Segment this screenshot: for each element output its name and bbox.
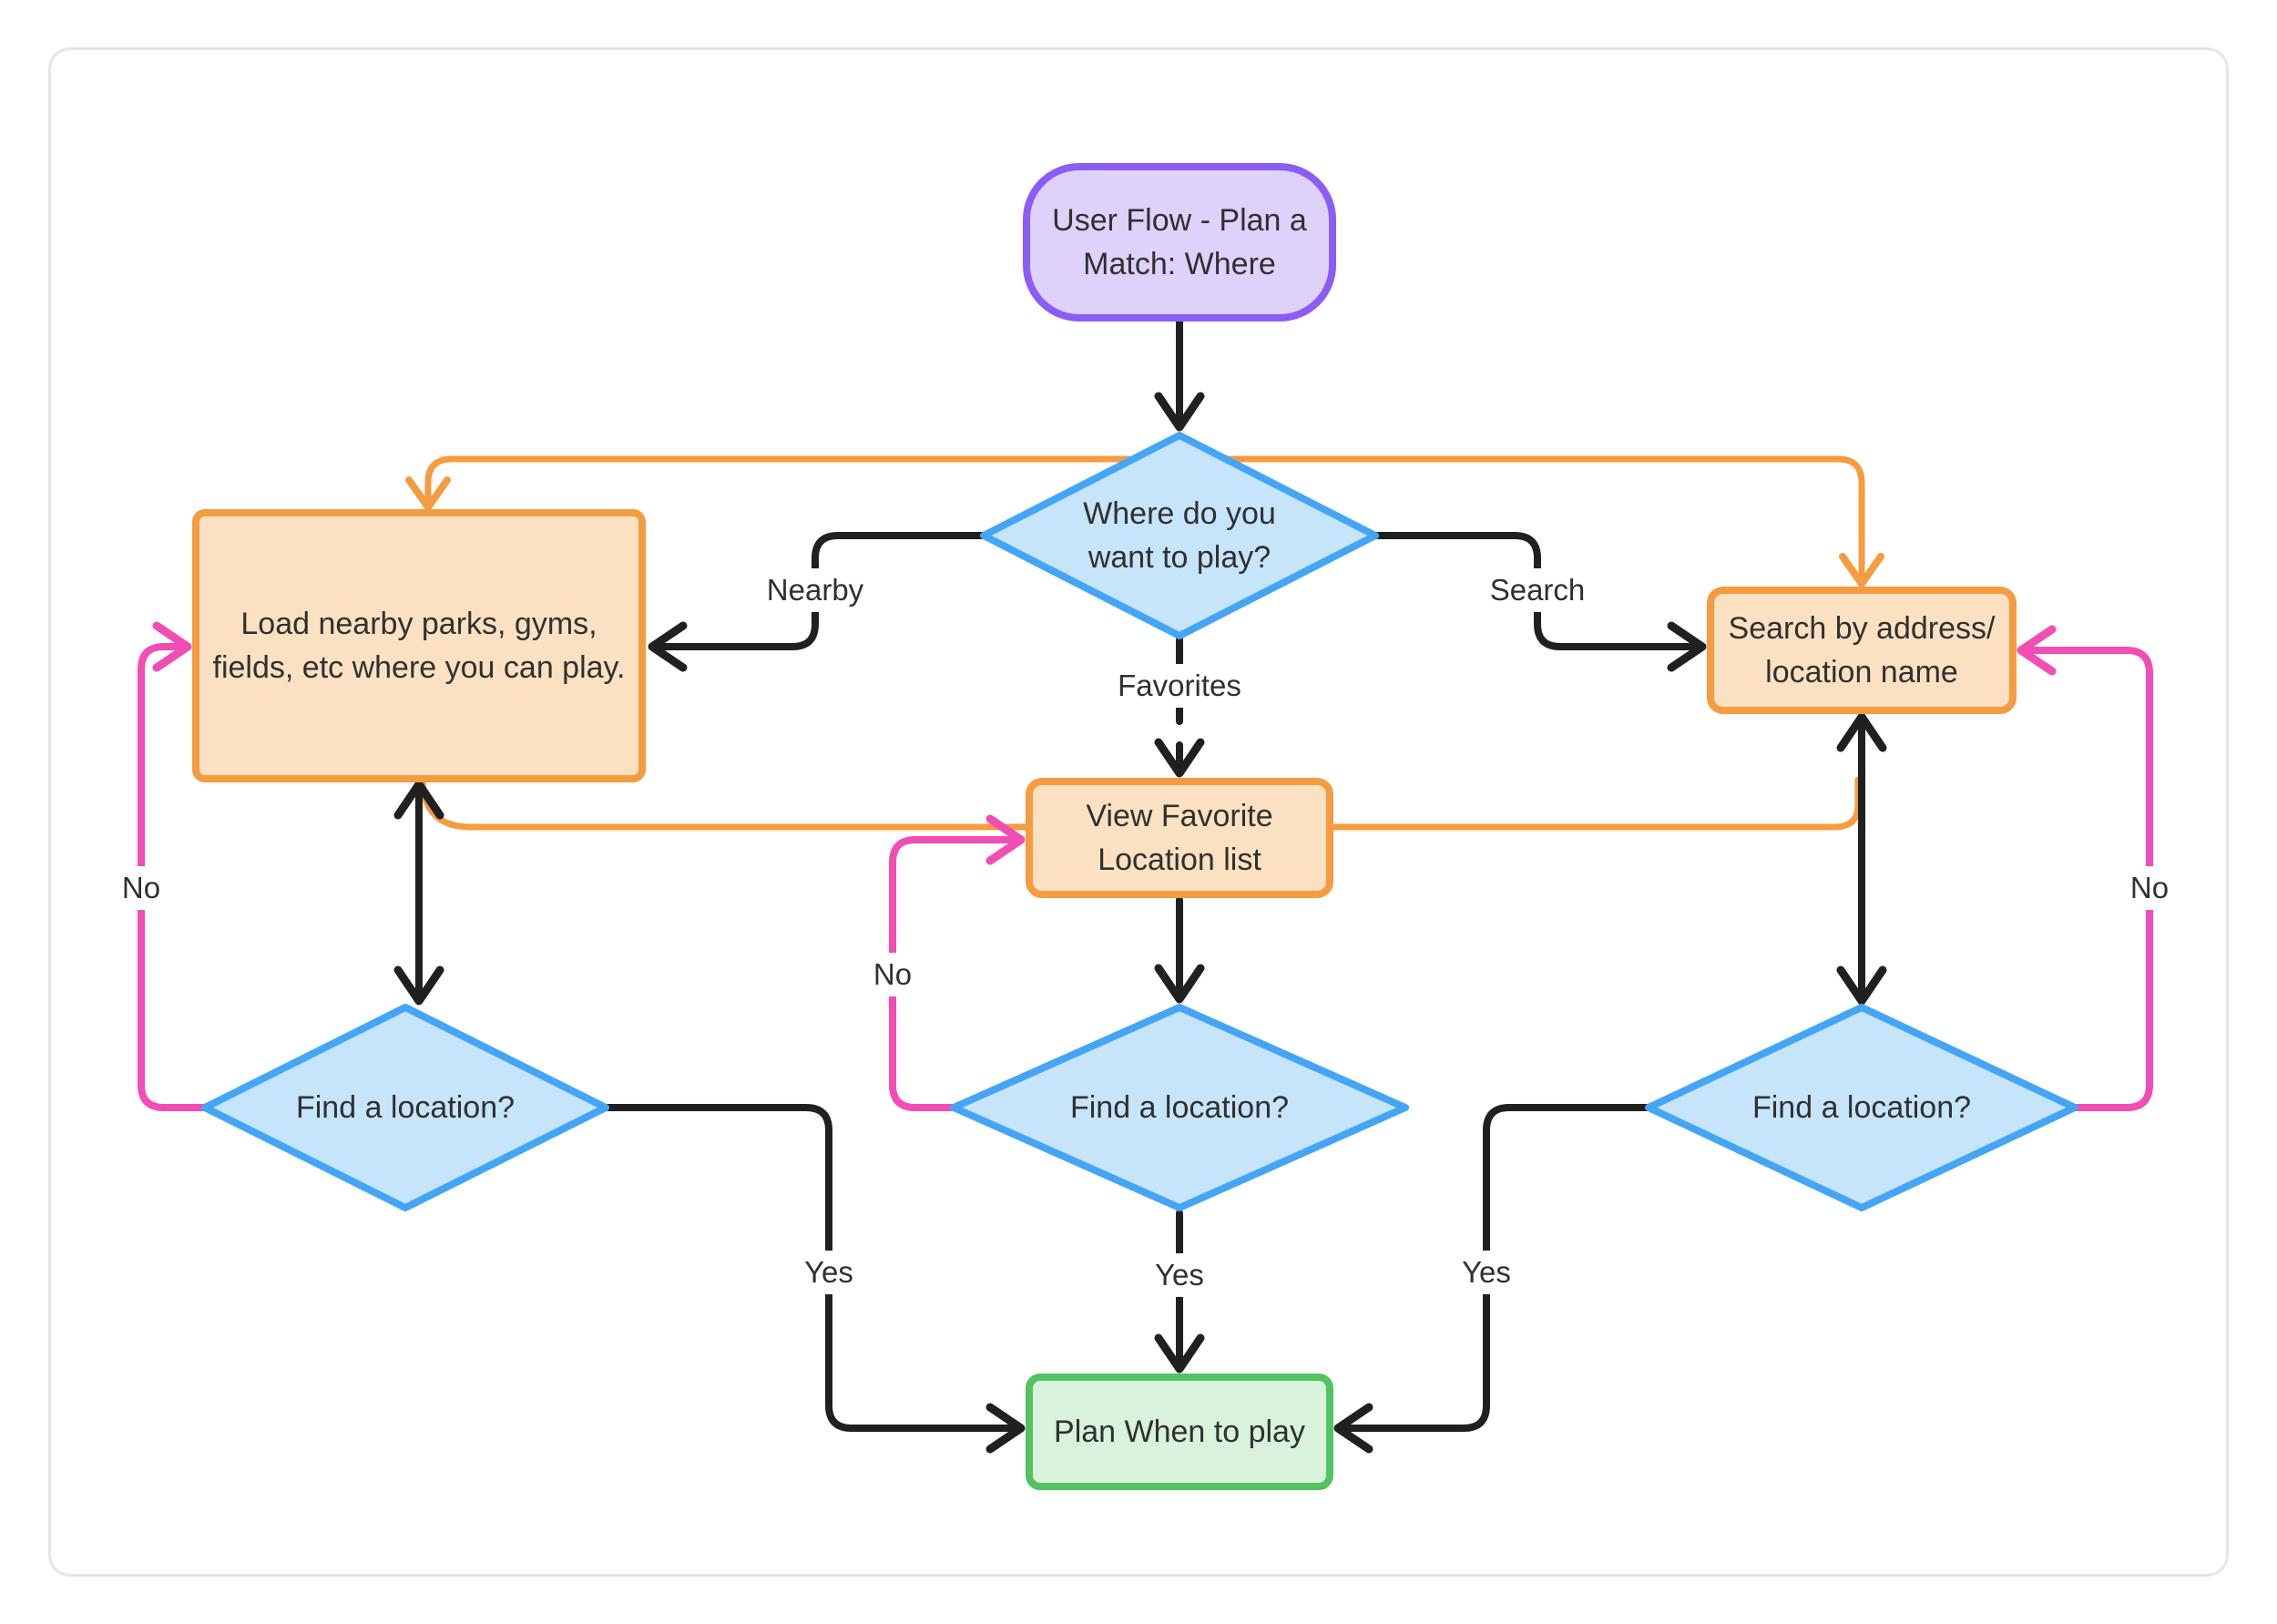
start-node-shape (1023, 163, 1336, 322)
load-nearby-shape (192, 509, 646, 782)
edge-yes-right (1333, 1104, 1654, 1454)
find-location-right-shape (1645, 1004, 2078, 1211)
edge-no-middle-pink (889, 814, 1026, 1111)
find-location-left-shape (201, 1004, 609, 1211)
where-decision-shape (980, 432, 1379, 639)
edge-search (1370, 532, 1707, 672)
plan-when-shape (1026, 1374, 1333, 1490)
edge-nearby (648, 532, 989, 672)
edge-no-right-pink (2017, 625, 2153, 1111)
search-address-shape (1707, 587, 2017, 714)
edge-yes-left (600, 1104, 1026, 1454)
view-favorites-shape (1026, 778, 1333, 898)
find-location-middle-shape (950, 1004, 1409, 1211)
